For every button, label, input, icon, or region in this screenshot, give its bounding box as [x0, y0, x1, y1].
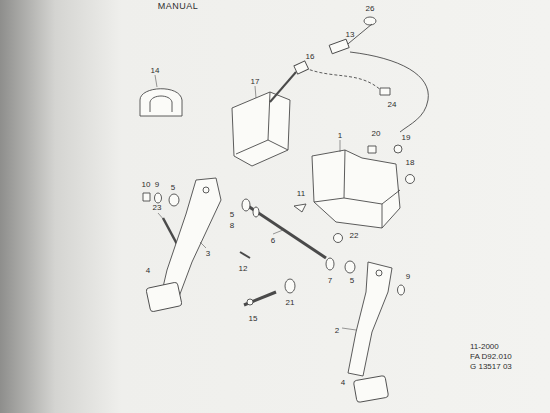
callout-number: 7 — [328, 276, 332, 285]
callout-number: 15 — [249, 314, 258, 323]
callout-number: 8 — [230, 221, 234, 230]
callout-number: 5 — [230, 210, 234, 219]
callout-number: 26 — [366, 4, 375, 13]
callout-number: 11 — [297, 189, 305, 198]
pedal-pad — [146, 282, 182, 312]
callout-number: 9 — [155, 180, 159, 189]
drawing-code: FA D92.010 — [470, 352, 512, 361]
bush — [345, 261, 355, 273]
callout-number: 17 — [251, 77, 260, 86]
washer — [398, 285, 405, 295]
bush — [285, 279, 295, 293]
callout-number: 6 — [271, 236, 275, 245]
drawing-code: 11-2000 — [470, 342, 499, 351]
callout-number: 5 — [171, 183, 175, 192]
mounting-bracket — [236, 92, 288, 154]
nut — [406, 175, 415, 184]
callout-number: 9 — [406, 272, 410, 281]
cable — [305, 68, 383, 92]
pedal-pad — [353, 375, 388, 402]
bush — [169, 194, 179, 206]
callout-number: 20 — [372, 129, 381, 138]
callout-number: 2 — [335, 326, 339, 335]
bolt — [163, 218, 178, 246]
cable-clip — [380, 88, 390, 95]
callout-number: 5 — [350, 276, 354, 285]
pedal-cover — [150, 96, 172, 112]
push-rod — [247, 299, 253, 305]
grommet — [364, 17, 376, 25]
clutch-pedal — [203, 187, 209, 193]
nut — [334, 234, 343, 243]
callout-number: 4 — [341, 378, 345, 387]
leader-line — [158, 213, 165, 221]
callout-number: 1 — [338, 131, 342, 140]
cable-end — [329, 39, 349, 54]
leader-line — [273, 230, 283, 234]
stop-switch — [368, 146, 376, 153]
pedal-box — [312, 150, 400, 228]
bush — [242, 199, 250, 211]
leader-line — [340, 140, 341, 152]
callout-number: 19 — [402, 133, 411, 142]
callout-number: 18 — [406, 158, 415, 167]
pivot-shaft — [245, 204, 326, 258]
callout-number: 24 — [388, 100, 397, 109]
leader-line — [342, 328, 356, 330]
clip — [294, 204, 306, 212]
callout-number: 23 — [153, 203, 162, 212]
callout-number: 16 — [306, 52, 315, 61]
leader-line — [155, 75, 157, 87]
drawing-code: G 13517 03 — [470, 362, 512, 371]
callout-number: 13 — [346, 30, 355, 39]
bush — [326, 258, 334, 270]
callout-number: 22 — [350, 231, 359, 240]
leader-line — [255, 86, 256, 98]
callout-number: 21 — [286, 298, 295, 307]
title-text: MANUAL — [158, 2, 199, 11]
pivot-rod — [270, 72, 296, 102]
pedal-box — [314, 150, 400, 228]
nut — [394, 145, 402, 153]
cable — [350, 52, 428, 132]
pin — [240, 252, 250, 258]
pedal-cover — [140, 89, 182, 116]
washer — [155, 193, 162, 203]
mounting-bracket — [232, 92, 290, 166]
callout-number: 12 — [239, 264, 248, 273]
bush — [143, 193, 150, 201]
bush — [253, 207, 259, 217]
brake-pedal — [376, 270, 382, 276]
callout-number: 3 — [206, 249, 210, 258]
leader-line — [200, 242, 206, 248]
callout-number: 14 — [151, 66, 160, 75]
push-rod — [244, 292, 276, 305]
callout-number: 4 — [146, 266, 150, 275]
callout-number: 10 — [142, 180, 151, 189]
brake-pedal — [348, 262, 392, 376]
